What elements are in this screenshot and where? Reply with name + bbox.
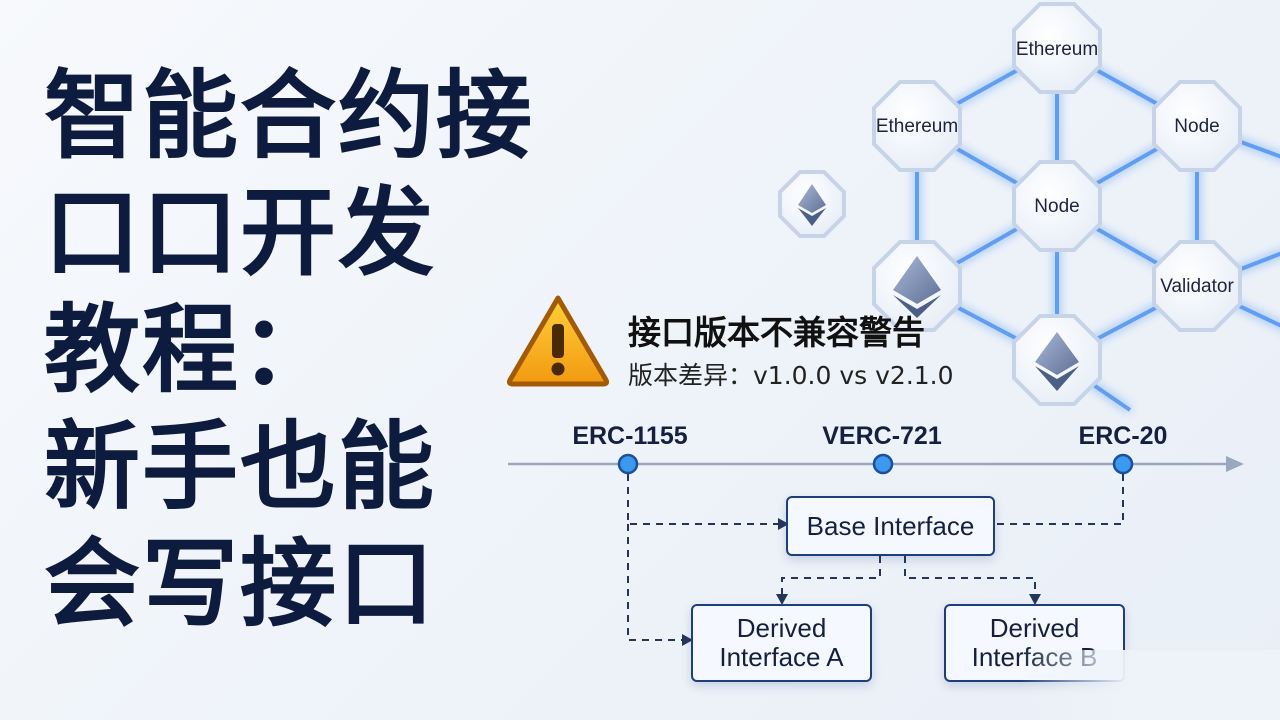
timeline-dot	[1112, 453, 1134, 475]
warning-triangle-icon	[506, 295, 610, 387]
hierarchy-connectors	[627, 474, 1124, 641]
warning-callout: 接口版本不兼容警告 版本差异：v1.0.0 vs v2.1.0	[500, 292, 970, 392]
title-line: 会写接口	[44, 528, 436, 640]
base-interface-label: Base Interface	[806, 510, 975, 541]
page-title: 智能合约接 口口开发 教程： 新手也能 会写接口	[44, 58, 584, 643]
node-label: Ethereum	[875, 116, 959, 137]
timeline-dots	[617, 453, 1134, 475]
title-line: 新手也能	[44, 411, 436, 523]
timeline-dot	[872, 453, 894, 475]
ethereum-icon	[798, 184, 826, 226]
connector-arrowheads	[682, 518, 1041, 646]
node-label: Node	[1174, 116, 1220, 137]
title-line: 口口开发	[44, 177, 436, 289]
warning-subtitle: 版本差异：v1.0.0 vs v2.1.0	[628, 361, 954, 390]
ethereum-icon	[1035, 332, 1079, 391]
timeline-arrow-icon	[1226, 456, 1244, 472]
warning-title: 接口版本不兼容警告	[628, 313, 925, 352]
node-label: Ethereum	[1015, 39, 1099, 60]
derived-interface-a-label: Derived Interface A	[719, 613, 844, 672]
version-label: ERC-1155	[572, 422, 688, 450]
base-interface-box: Base Interface	[786, 496, 995, 556]
node-ethereum-left	[872, 80, 962, 172]
timeline-dot	[617, 453, 639, 475]
node-label: Validator	[1160, 276, 1234, 297]
node-ethereum-top	[1012, 2, 1102, 94]
network-nodes	[778, 2, 1242, 406]
ethereum-icon	[893, 256, 941, 318]
corner-fade	[1020, 650, 1280, 720]
derived-interface-a-box: Derived Interface A	[691, 604, 872, 682]
version-label: ERC-20	[1078, 422, 1168, 450]
title-line: 教程：	[44, 294, 338, 406]
version-label: VERC-721	[822, 422, 942, 450]
node-node-center	[1012, 160, 1102, 252]
node-validator	[1152, 240, 1242, 332]
title-line: 智能合约接	[44, 60, 534, 172]
node-node-right	[1152, 80, 1242, 172]
node-label: Node	[1034, 196, 1080, 217]
